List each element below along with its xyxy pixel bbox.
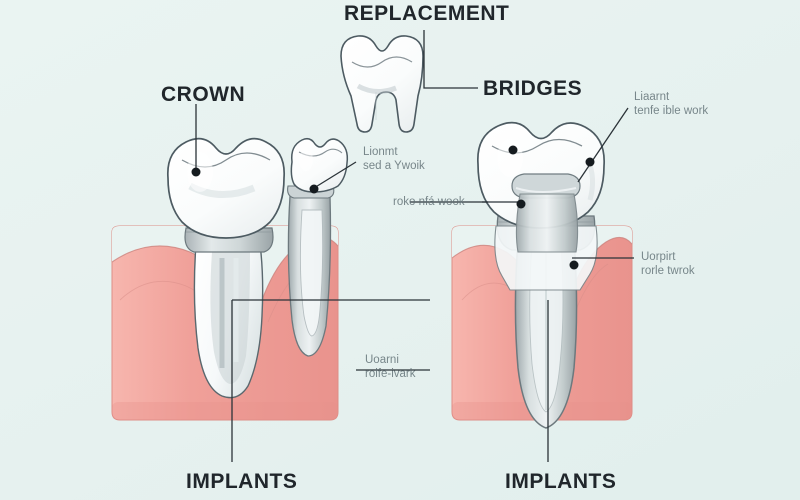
dot-bridge-top (585, 157, 595, 167)
replacement-tooth-graphic (340, 35, 424, 133)
leader-abutment (313, 161, 357, 189)
crown-tooth-graphic (166, 137, 286, 399)
leader-lines (195, 30, 634, 462)
dot-bridge-left (508, 145, 518, 155)
dot-crown (191, 167, 201, 177)
leader-dots (191, 145, 595, 270)
leader-bridge-top (577, 107, 629, 183)
abutment-tooth-graphic (287, 137, 349, 357)
leader-replacement-bridges (423, 30, 478, 89)
dot-support (569, 260, 579, 270)
dot-post (516, 199, 526, 209)
dot-abutment (309, 184, 319, 194)
